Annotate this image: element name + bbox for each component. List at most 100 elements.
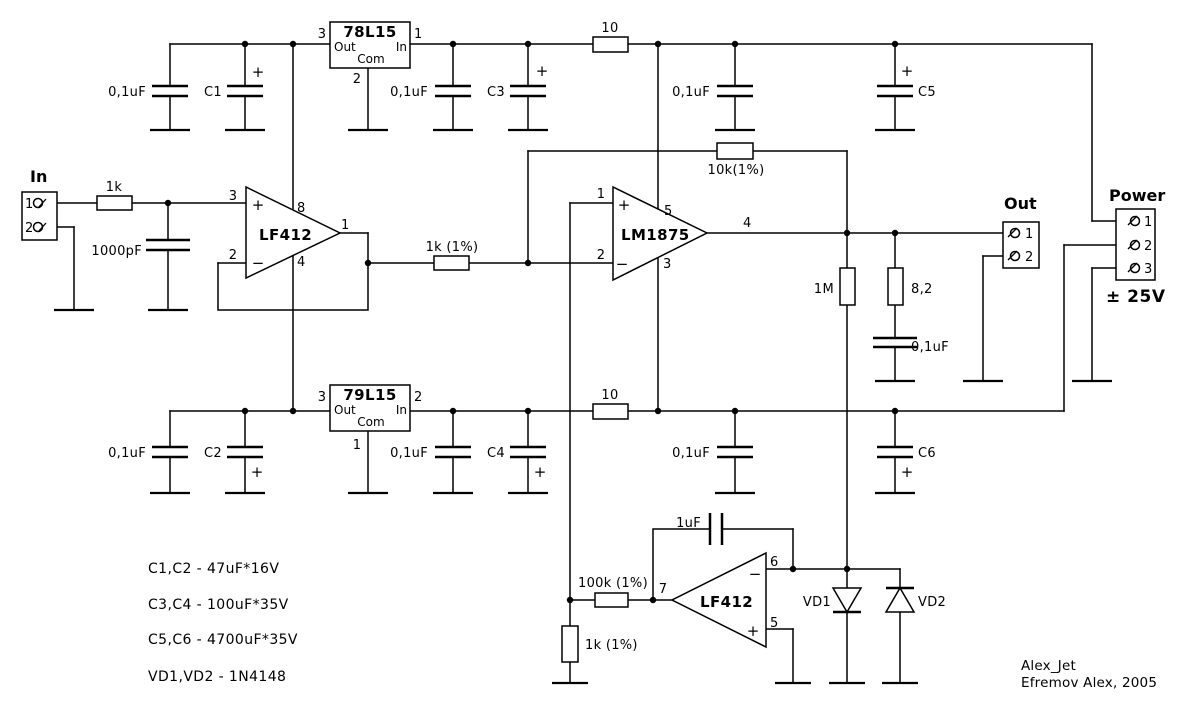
connector-in-pin1: 1 bbox=[25, 197, 33, 212]
legend-line-3: C5,C6 - 4700uF*35V bbox=[148, 632, 298, 648]
cap-bypass3-label: 0,1uF bbox=[672, 85, 710, 100]
opamp-servo-lf412: LF412 − + 7 6 5 bbox=[659, 551, 778, 649]
cap-c2-label: C2 bbox=[204, 446, 222, 461]
cap-bypass1-label: 0,1uF bbox=[108, 85, 146, 100]
opamp-servo-pin7: 7 bbox=[659, 582, 667, 597]
regulator-79l15-pin1: 1 bbox=[353, 438, 361, 453]
connector-power-pin2: 2 bbox=[1144, 239, 1152, 254]
legend-line-4: VD1,VD2 - 1N4148 bbox=[148, 669, 286, 685]
cap-bypass6-label: 0,1uF bbox=[672, 446, 710, 461]
cap-c5-plus: + bbox=[901, 62, 914, 80]
regulator-78l15-com-label: Com bbox=[357, 52, 384, 66]
resistor-servo-gnd-label: 1k (1%) bbox=[585, 638, 638, 653]
capacitor-bank-top: 0,1uF C1 + 0,1uF C3 + 0,1uF + C5 bbox=[108, 43, 936, 131]
legend: C1,C2 - 47uF*16V C3,C4 - 100uF*35V C5,C6… bbox=[148, 561, 298, 685]
opamp-buffer-pin3: 3 bbox=[229, 189, 237, 204]
cap-input-label: 1000pF bbox=[91, 244, 142, 259]
connector-out-pin2: 2 bbox=[1025, 250, 1033, 265]
resistor-feedback-label: 10k(1%) bbox=[708, 163, 765, 178]
credits-author: Alex_Jet bbox=[1021, 658, 1076, 674]
regulator-79l15-out-label: Out bbox=[334, 403, 356, 417]
power-amp-pin5: 5 bbox=[664, 204, 672, 219]
cap-c3-label: C3 bbox=[487, 85, 505, 100]
regulator-78l15-pin1: 1 bbox=[414, 27, 422, 42]
connector-power-voltage: ± 25V bbox=[1106, 287, 1166, 307]
regulator-78l15-pin3: 3 bbox=[318, 27, 326, 42]
credits-year: Efremov Alex, 2005 bbox=[1021, 675, 1157, 691]
capacitor-servo-1uf: 1uF bbox=[676, 513, 724, 545]
power-amp-pin1: 1 bbox=[597, 187, 605, 202]
opamp-buffer-pin8: 8 bbox=[297, 201, 305, 216]
connector-power-pin1: 1 bbox=[1144, 215, 1152, 230]
cap-c5-label: C5 bbox=[918, 85, 936, 100]
resistor-input-label: 1k bbox=[106, 180, 123, 195]
cap-c6-plus: + bbox=[901, 463, 914, 481]
power-amp-pin3: 3 bbox=[663, 257, 671, 272]
credits: Alex_Jet Efremov Alex, 2005 bbox=[1021, 658, 1157, 691]
cap-c3-plus: + bbox=[536, 62, 549, 80]
diode-vd2-label: VD2 bbox=[918, 595, 946, 610]
regulator-78l15-out-label: Out bbox=[334, 40, 356, 54]
connector-in-pin2: 2 bbox=[25, 221, 33, 236]
power-amp-lm1875: LM1875 + − 1 2 5 3 4 bbox=[597, 185, 751, 282]
legend-line-2: C3,C4 - 100uF*35V bbox=[148, 597, 289, 613]
regulator-79l15-pin3: 3 bbox=[318, 390, 326, 405]
capacitor-input-1000pf: 1000pF bbox=[91, 238, 190, 259]
opamp-buffer-pin4: 4 bbox=[297, 255, 305, 270]
diode-vd2: VD2 bbox=[884, 586, 946, 613]
cap-c1-label: C1 bbox=[204, 85, 222, 100]
cap-bypass4-label: 0,1uF bbox=[108, 446, 146, 461]
regulator-79l15-name: 79L15 bbox=[343, 386, 396, 404]
opamp-buffer-lf412: LF412 + − 3 2 8 4 1 bbox=[229, 185, 349, 280]
cap-c4-plus: + bbox=[534, 463, 547, 481]
opamp-buffer-name: LF412 bbox=[259, 226, 312, 244]
capacitor-bank-bottom: 0,1uF C2 + 0,1uF C4 + 0,1uF + C6 bbox=[108, 410, 936, 494]
resistor-servo-label: 1M bbox=[814, 282, 834, 297]
resistor-rail-bottom-label: 10 bbox=[601, 388, 618, 403]
opamp-buffer-plus: + bbox=[252, 196, 265, 214]
opamp-servo-plus: + bbox=[747, 622, 760, 640]
opamp-buffer-pin2: 2 bbox=[229, 248, 237, 263]
regulator-79l15-com-label: Com bbox=[357, 415, 384, 429]
opamp-servo-minus: − bbox=[749, 565, 762, 583]
capacitor-zobel: 0,1uF bbox=[873, 336, 949, 355]
resistors: 1k 1k (1%) 10 10 10k(1%) 1M 8,2 100k (1%… bbox=[96, 21, 933, 663]
diode-vd1: VD1 bbox=[803, 587, 863, 614]
regulator-78l15: 78L15 Out In Com 3 1 2 bbox=[318, 21, 422, 87]
opamp-servo-pin6: 6 bbox=[770, 555, 778, 570]
regulator-79l15-pin2: 2 bbox=[414, 390, 422, 405]
power-amp-plus: + bbox=[618, 196, 631, 214]
cap-servo-label: 1uF bbox=[676, 516, 701, 531]
legend-line-1: C1,C2 - 47uF*16V bbox=[148, 561, 279, 577]
resistor-rail-top-label: 10 bbox=[601, 21, 618, 36]
wires bbox=[41, 43, 1131, 684]
regulator-79l15: 79L15 Out In Com 3 2 1 bbox=[318, 384, 422, 453]
regulator-78l15-name: 78L15 bbox=[343, 23, 396, 41]
opamp-buffer-pin1: 1 bbox=[341, 218, 349, 233]
opamp-buffer-minus: − bbox=[252, 254, 265, 272]
connector-out: Out 1 2 bbox=[1002, 194, 1040, 269]
connector-power: Power 1 2 3 ± 25V bbox=[1106, 186, 1166, 307]
cap-zobel-label: 0,1uF bbox=[911, 340, 949, 355]
regulator-79l15-in-label: In bbox=[396, 403, 407, 417]
resistor-gain-label: 1k (1%) bbox=[426, 240, 479, 255]
connector-in: In 1 2 bbox=[21, 167, 58, 241]
power-amp-pin2: 2 bbox=[597, 248, 605, 263]
cap-c4-label: C4 bbox=[487, 446, 505, 461]
cap-bypass5-label: 0,1uF bbox=[390, 446, 428, 461]
diode-vd1-label: VD1 bbox=[803, 595, 831, 610]
connector-out-title: Out bbox=[1004, 194, 1037, 213]
cap-c6-label: C6 bbox=[918, 446, 936, 461]
power-amp-name: LM1875 bbox=[621, 226, 690, 244]
opamp-servo-name: LF412 bbox=[700, 593, 753, 611]
resistor-servo-in-label: 100k (1%) bbox=[578, 576, 648, 591]
power-amp-pin4: 4 bbox=[743, 216, 751, 231]
connector-power-title: Power bbox=[1109, 186, 1165, 205]
cap-c1-plus: + bbox=[252, 63, 265, 81]
connector-in-title: In bbox=[30, 167, 47, 186]
resistor-zobel-label: 8,2 bbox=[911, 282, 933, 297]
junction-dots bbox=[164, 40, 899, 604]
connector-out-pin1: 1 bbox=[1025, 227, 1033, 242]
